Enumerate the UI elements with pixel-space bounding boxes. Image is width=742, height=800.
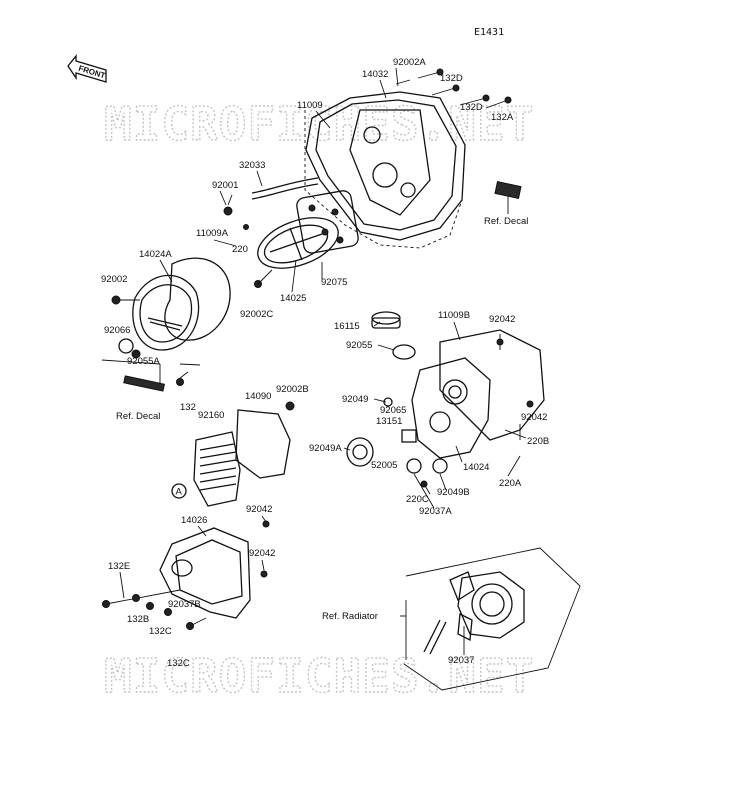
label-132C-a: 132C [149,626,172,637]
hose-assembly [223,177,319,230]
marker-a-circle [171,483,187,499]
label-92160: 92160 [198,410,224,421]
label-132D-b: 132D [460,102,483,113]
marker-a: A [176,487,183,498]
watermark-bottom: MICROFICHES.NET [104,649,534,703]
label-92002C: 92002C [240,309,273,320]
label-32033: 32033 [239,160,265,171]
label-132D-a: 132D [440,73,463,84]
part-labels: 92002A 14032 132D 132D 11009 132A 32033 … [101,57,549,669]
label-52005: 52005 [371,460,397,471]
label-16115: 16115 [334,321,360,332]
label-132E: 132E [108,561,130,572]
label-92066: 92066 [104,325,130,336]
label-92002A: 92002A [393,57,426,68]
label-132: 132 [180,402,196,413]
label-132C-b: 132C [167,658,190,669]
label-92042-a: 92042 [489,314,515,325]
clutch-cover [305,91,466,241]
label-14032: 14032 [362,69,388,80]
label-92042-c: 92042 [246,504,272,515]
water-pump [400,547,581,691]
decal-left [101,359,201,392]
right-cover [346,311,545,495]
label-11009: 11009 [297,100,323,111]
ref-decal-left: Ref. Decal [116,411,160,422]
decal-top-right [494,181,522,214]
label-92042-b: 92042 [521,412,547,423]
left-cover [111,257,231,386]
label-220: 220 [232,244,248,255]
label-92037B: 92037B [168,599,201,610]
guard-group: A [171,401,295,507]
label-220C: 220C [406,494,429,505]
label-13151: 13151 [376,416,402,427]
label-92049: 92049 [342,394,368,405]
cover-gasket-group [254,190,359,288]
label-92002B: 92002B [276,384,309,395]
label-220B: 220B [527,436,549,447]
label-92042-d: 92042 [249,548,275,559]
ref-radiator: Ref. Radiator [322,611,378,622]
label-14026: 14026 [181,515,207,526]
label-92037: 92037 [448,655,474,666]
label-11009B: 11009B [438,310,470,321]
label-92065: 92065 [380,405,406,416]
lower-cover [102,520,270,630]
watermark-top: MICROFICHES.NET [104,97,534,151]
label-leaders [119,67,465,655]
label-92049B: 92049B [437,487,470,498]
label-14024: 14024 [463,462,489,473]
label-92002: 92002 [101,274,127,285]
label-132B: 132B [127,614,149,625]
diagram-code: E1431 [474,27,504,38]
label-14090: 14090 [245,391,271,402]
label-92037A: 92037A [419,506,452,517]
label-92055A: 92055A [127,356,160,367]
front-arrow-icon: FRONT [67,54,107,83]
label-92001: 92001 [212,180,238,191]
cover-bolts [395,68,512,109]
label-220A: 220A [499,478,522,489]
label-11009A: 11009A [196,228,229,239]
label-132A: 132A [491,112,514,123]
label-92075: 92075 [321,277,347,288]
label-14025: 14025 [280,293,306,304]
label-92055: 92055 [346,340,372,351]
label-14024A: 14024A [139,249,172,260]
label-92049A: 92049A [309,443,342,454]
ref-decal-top-right: Ref. Decal [484,216,528,227]
